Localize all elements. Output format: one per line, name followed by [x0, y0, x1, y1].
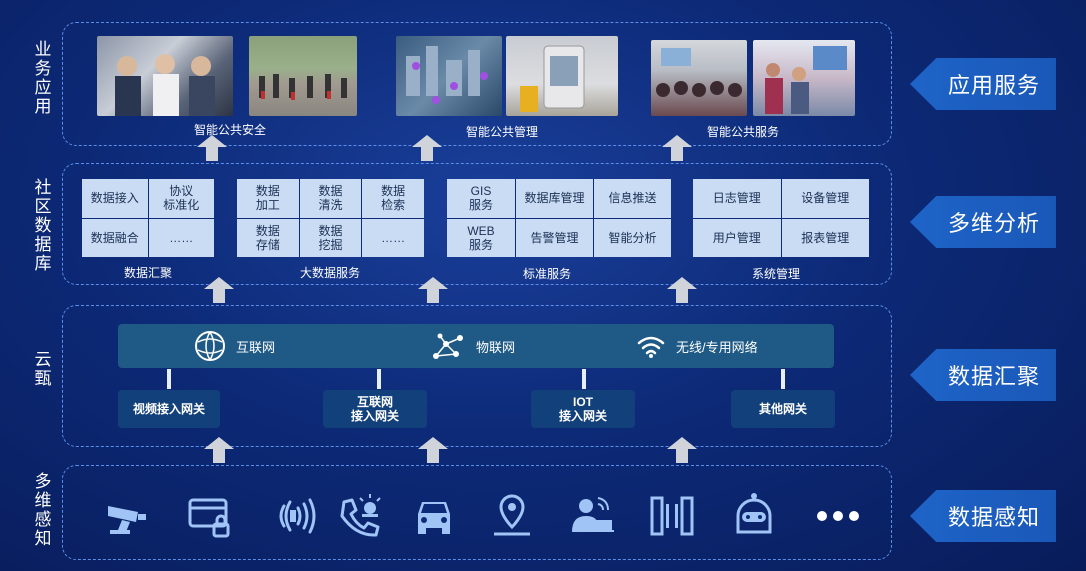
cell-data-mining: 数据 挖掘 [299, 218, 362, 257]
connector-line [582, 369, 586, 389]
card-lock-icon [182, 490, 238, 542]
cell-report-manage: 报表管理 [781, 218, 869, 257]
up-arrow-icon [667, 437, 697, 463]
gateway-iot: IOT 接入网关 [531, 390, 635, 428]
up-arrow-icon [667, 277, 697, 303]
network-internet: 互联网 [194, 324, 275, 368]
person-screen-icon [564, 490, 620, 542]
cloud-layer-frame [62, 305, 892, 447]
photo-service-hall [753, 40, 855, 116]
banner-data-gather: 数据汇聚 [910, 349, 1056, 401]
cell-data-storage: 数据 存储 [237, 218, 299, 257]
camera-icon [100, 490, 156, 542]
grid-standard-service: GIS 服务 数据库管理 信息推送 WEB 服务 告警管理 智能分析 [447, 179, 671, 257]
network-label: 无线/专用网络 [676, 339, 758, 355]
cell-device-manage: 设备管理 [781, 179, 869, 218]
cell-smart-analysis: 智能分析 [594, 218, 671, 257]
photo-meeting [97, 36, 233, 116]
wifi-icon [637, 336, 665, 358]
up-arrow-icon [418, 277, 448, 303]
network-bar: 互联网 物联网 无线/专用网络 [118, 324, 834, 368]
cell-user-manage: 用户管理 [693, 218, 781, 257]
more-dots-icon [810, 490, 866, 542]
side-label-sensing: 多 维 感 知 [34, 472, 52, 548]
cell-more: …… [148, 218, 214, 257]
up-arrow-icon [197, 135, 227, 161]
cell-info-push: 信息推送 [594, 179, 671, 218]
group-title-system-manage: 系统管理 [751, 267, 800, 281]
grid-system-manage: 日志管理 设备管理 用户管理 报表管理 [693, 179, 869, 257]
up-arrow-icon [412, 135, 442, 161]
up-arrow-icon [662, 135, 692, 161]
phone-alarm-icon [332, 490, 388, 542]
grid-bigdata-service: 数据 加工 数据 清洗 数据 检索 数据 存储 数据 挖掘 …… [237, 179, 424, 257]
sensing-layer-frame [62, 465, 892, 560]
up-arrow-icon [204, 437, 234, 463]
connector-line [377, 369, 381, 389]
app-group-label: 智能公共服务 [706, 125, 779, 139]
cell-more: …… [362, 218, 424, 257]
cell-data-clean: 数据 清洗 [299, 179, 362, 218]
network-wireless: 无线/专用网络 [636, 324, 758, 368]
app-layer-frame [62, 22, 892, 146]
robot-icon [726, 490, 782, 542]
app-group-label: 智能公共安全 [193, 123, 266, 137]
cell-protocol-standard: 协议 标准化 [148, 179, 214, 218]
car-icon [406, 490, 462, 542]
up-arrow-icon [204, 277, 234, 303]
side-label-cloud: 云 甄 [34, 350, 52, 388]
photo-classroom [651, 40, 747, 116]
cell-log-manage: 日志管理 [693, 179, 781, 218]
gateway-other: 其他网关 [731, 390, 835, 428]
photo-crowd-drill [249, 36, 357, 116]
iot-network-icon [433, 333, 463, 359]
network-label: 物联网 [476, 339, 516, 355]
connector-line [781, 369, 785, 389]
cell-gis-service: GIS 服务 [447, 179, 515, 218]
group-title-data-gather: 数据汇聚 [123, 266, 172, 280]
group-title-bigdata-service: 大数据服务 [299, 266, 360, 280]
cell-web-service: WEB 服务 [447, 218, 515, 257]
location-pin-icon [484, 490, 540, 542]
cell-data-ingest: 数据接入 [82, 179, 148, 218]
cell-alarm-manage: 告警管理 [516, 218, 593, 257]
up-arrow-icon [418, 437, 448, 463]
photo-kiosk [506, 36, 618, 116]
cell-data-process: 数据 加工 [237, 179, 299, 218]
cell-data-search: 数据 检索 [362, 179, 424, 218]
globe-icon [195, 331, 225, 361]
gateway-internet: 互联网 接入网关 [323, 390, 427, 428]
photo-city-map [396, 36, 502, 116]
nfc-signal-icon [266, 490, 322, 542]
grid-data-gather: 数据接入 协议 标准化 数据融合 …… [82, 179, 214, 257]
side-label-business: 业 务 应 用 [34, 40, 52, 116]
app-group-label: 智能公共管理 [465, 125, 538, 139]
banner-multi-analysis: 多维分析 [910, 196, 1056, 248]
data-layer-frame [62, 163, 892, 285]
network-label: 互联网 [236, 339, 276, 355]
gateway-video: 视频接入网关 [118, 390, 220, 428]
gate-icon [644, 490, 700, 542]
banner-app-service: 应用服务 [910, 58, 1056, 110]
group-title-standard-service: 标准服务 [522, 267, 571, 281]
cell-db-manage: 数据库管理 [516, 179, 593, 218]
network-iot: 物联网 [430, 324, 515, 368]
cell-data-fusion: 数据融合 [82, 218, 148, 257]
banner-data-sense: 数据感知 [910, 490, 1056, 542]
side-label-database: 社 区 数 据 库 [34, 178, 52, 273]
connector-line [167, 369, 171, 389]
